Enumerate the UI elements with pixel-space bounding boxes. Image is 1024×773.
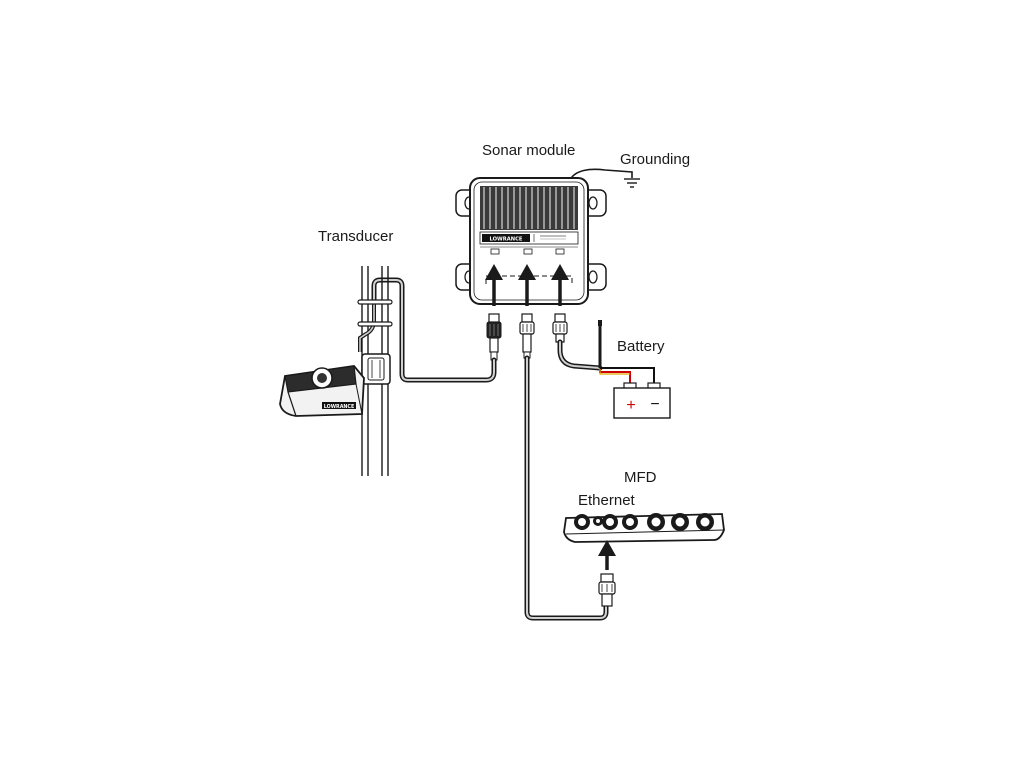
sonar-module-label: Sonar module bbox=[482, 142, 576, 159]
mfd-port bbox=[593, 516, 603, 526]
ethernet-cable bbox=[524, 355, 609, 621]
battery-label: Battery bbox=[617, 338, 665, 355]
mfd-port bbox=[647, 513, 665, 531]
power-cable-connector bbox=[552, 313, 568, 343]
heatsink bbox=[480, 186, 578, 230]
mfd-port bbox=[622, 514, 638, 530]
transducer-cable-connector bbox=[486, 313, 502, 361]
mfd-port bbox=[602, 514, 618, 530]
transducer-label: Transducer bbox=[318, 228, 394, 245]
module-label-strip: LOWRANCE bbox=[479, 231, 579, 248]
battery-positive-symbol: + bbox=[626, 397, 635, 414]
battery-negative-symbol: − bbox=[650, 396, 659, 413]
transducer-brand-text: LOWRANCE bbox=[324, 404, 354, 410]
grounding-wire bbox=[569, 168, 633, 181]
module-ports bbox=[490, 248, 565, 255]
ethernet-cable-connector bbox=[519, 313, 535, 359]
power-port-arrow-icon bbox=[551, 264, 569, 306]
transducer: LOWRANCE bbox=[279, 365, 365, 417]
ground-symbol-icon bbox=[624, 178, 640, 188]
mfd-unit bbox=[563, 513, 725, 543]
sonar-module: LOWRANCE bbox=[455, 177, 607, 305]
mfd-port bbox=[671, 513, 689, 531]
transducer-port-arrow-icon bbox=[485, 264, 503, 306]
module-brand-text: LOWRANCE bbox=[490, 237, 523, 243]
grounding-label: Grounding bbox=[620, 151, 691, 168]
transducer-cable bbox=[371, 277, 497, 383]
power-cable bbox=[557, 320, 655, 386]
transom-mount bbox=[357, 266, 393, 476]
ethernet-port-arrow-icon bbox=[518, 264, 536, 306]
mfd-ethernet-port bbox=[574, 514, 590, 530]
mfd-label: MFD bbox=[624, 469, 657, 486]
battery: + − bbox=[613, 382, 671, 419]
mfd-ethernet-arrow-icon bbox=[598, 540, 616, 570]
mfd-port bbox=[696, 513, 714, 531]
ethernet-label: Ethernet bbox=[578, 492, 635, 509]
mfd-ethernet-connector bbox=[598, 573, 616, 607]
